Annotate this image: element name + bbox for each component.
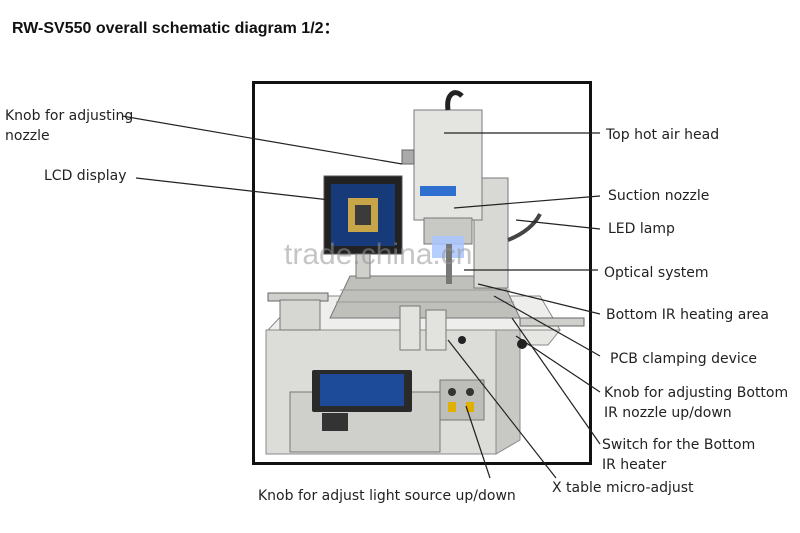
label-switch-bottom-ir: Switch for the Bottom IR heater <box>602 437 756 473</box>
watermark: trade.china.cn <box>284 238 473 271</box>
leader-switch <box>511 317 601 445</box>
leader-led <box>515 219 601 230</box>
label-lcd-display: LCD display <box>44 168 127 184</box>
label-knob-nozzle: Knob for adjusting nozzle <box>5 108 134 144</box>
leader-bottom-ir <box>477 283 601 315</box>
suction-nozzle <box>446 244 452 284</box>
top-head-assembly <box>401 90 542 289</box>
label-led-lamp: LED lamp <box>608 221 675 237</box>
leader-x-table <box>447 339 557 479</box>
leader-pcb-clamp <box>493 295 601 357</box>
x-table-knob-icon <box>458 336 466 344</box>
top-hot-air-head <box>413 109 483 221</box>
leader-suction <box>453 195 601 209</box>
pcb-table <box>266 275 585 351</box>
leader-lines <box>121 115 601 479</box>
label-knob-light-source: Knob for adjust light source up/down <box>258 488 516 504</box>
air-hose <box>445 90 464 111</box>
leader-lcd <box>135 177 331 201</box>
nozzle-knob-icon <box>401 149 415 165</box>
label-x-table: X table micro-adjust <box>552 480 694 496</box>
label-knob-bottom-ir: Knob for adjusting Bottom IR nozzle up/d… <box>604 385 789 421</box>
right-rail <box>519 317 585 327</box>
label-pcb-clamping-device: PCB clamping device <box>610 351 758 367</box>
photo-frame <box>252 81 592 465</box>
lcd-monitor <box>323 175 403 279</box>
leader-light-source <box>465 405 491 479</box>
switch-knob-icon <box>448 388 456 396</box>
page-title: RW-SV550 overall schematic diagram 1/2： <box>12 20 340 37</box>
led-arm <box>507 213 542 242</box>
leader-knob-nozzle <box>121 115 403 165</box>
base-cabinet <box>265 321 562 455</box>
front-lcd-screen <box>320 374 404 406</box>
label-bottom-ir-heating-area: Bottom IR heating area <box>606 307 769 323</box>
pcb-clamp <box>399 305 421 351</box>
leader-knob-bottom-ir <box>515 335 601 393</box>
label-optical-system: Optical system <box>604 265 709 281</box>
switch-panel <box>439 379 485 421</box>
label-suction-nozzle: Suction nozzle <box>608 188 710 204</box>
label-top-hot-air-head: Top hot air head <box>606 127 720 143</box>
